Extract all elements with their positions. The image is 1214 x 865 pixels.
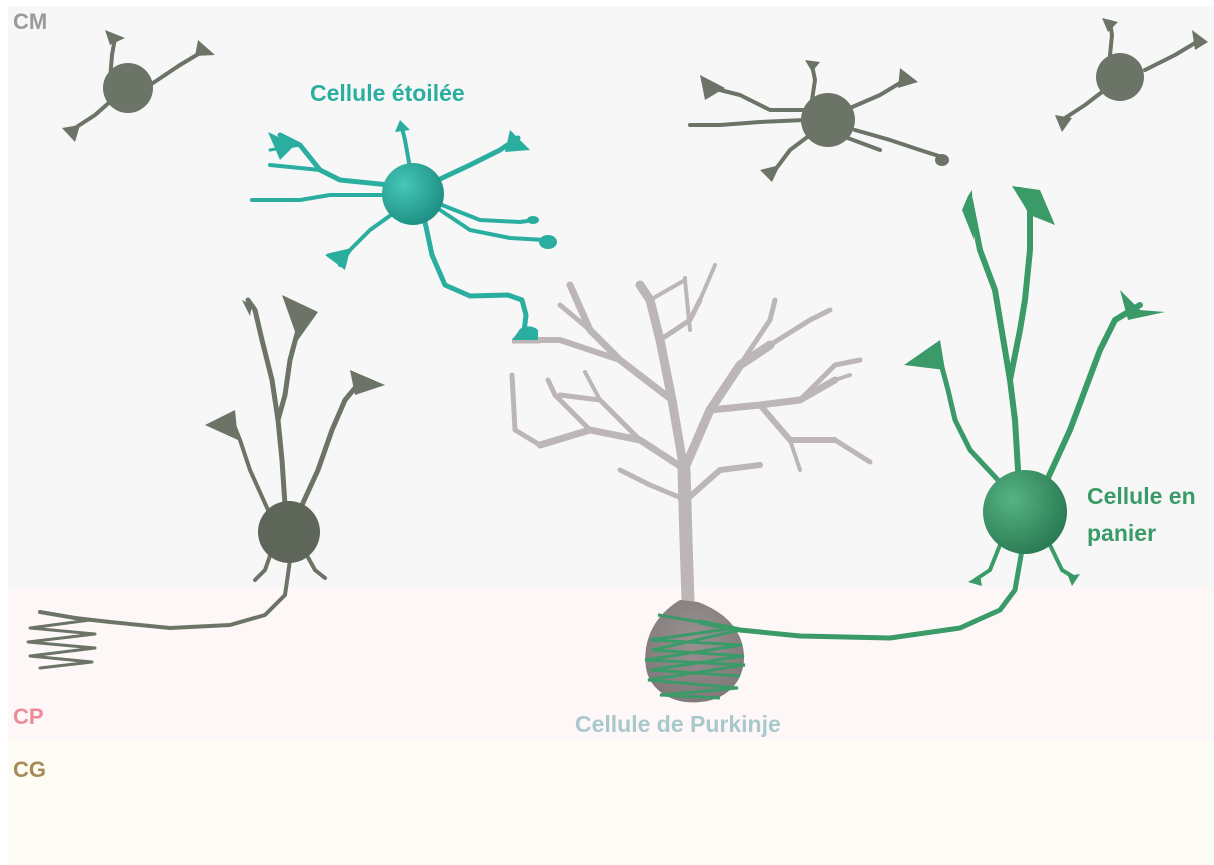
layer-label-cg: CG	[13, 757, 46, 782]
layer-label-cm: CM	[13, 9, 47, 34]
granule-like-cell-2-soma	[801, 93, 855, 147]
left-grey-neuron-soma	[258, 501, 320, 563]
granule-like-cell-3-soma	[1096, 53, 1144, 101]
layer-label-cp: CP	[13, 704, 44, 729]
basket-soma	[983, 470, 1067, 554]
stellate-soma	[382, 163, 444, 225]
basket-cell-label-line2: panier	[1087, 520, 1156, 546]
stellate-cell-label: Cellule étoilée	[310, 80, 465, 106]
granule-like-cell-1-soma	[103, 63, 153, 113]
granular-layer	[8, 740, 1214, 865]
basket-cell-label-line1: Cellule en	[1087, 483, 1196, 509]
purkinje-cell-label: Cellule de Purkinje	[575, 711, 781, 737]
